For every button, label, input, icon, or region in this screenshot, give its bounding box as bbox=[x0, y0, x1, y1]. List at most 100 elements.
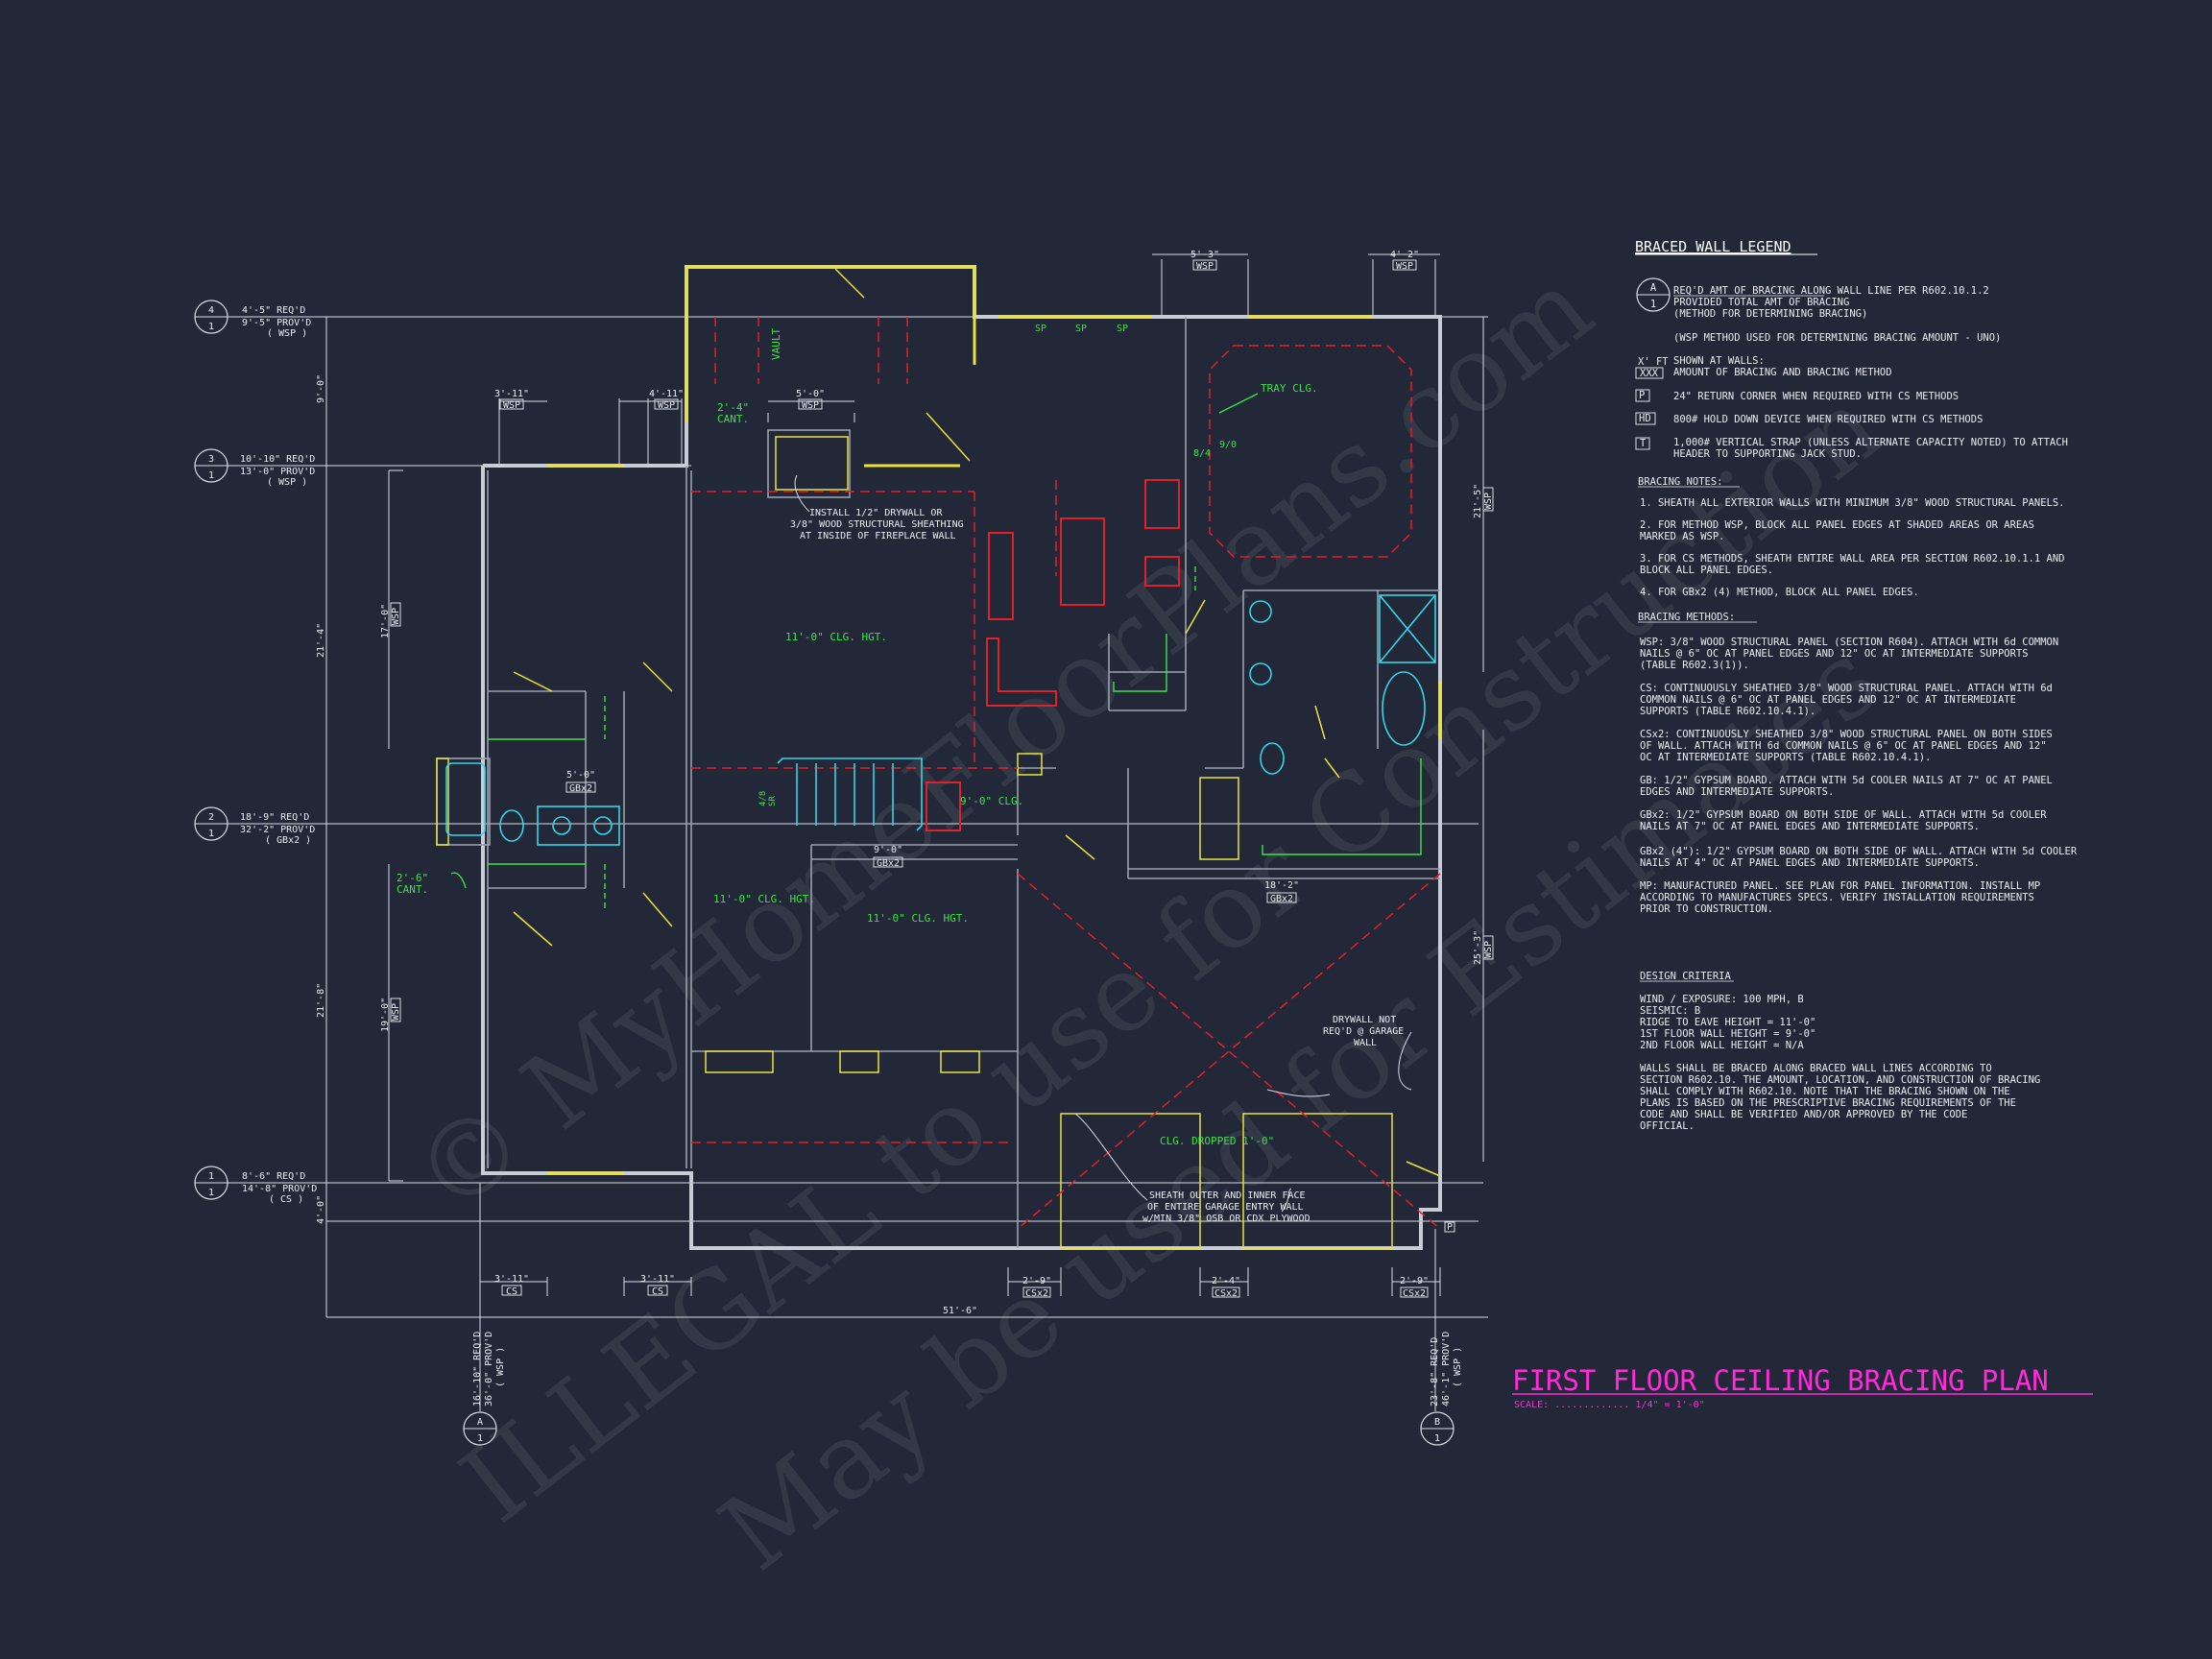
wall-line-provided: 14'-8" PROV'D bbox=[242, 1184, 317, 1194]
svg-text:5'-3": 5'-3" bbox=[1190, 250, 1219, 260]
bracing-note-2b: MARKED AS WSP. bbox=[1640, 531, 1725, 542]
bracing-tag: 5'-3" WSP bbox=[1190, 250, 1219, 272]
wall-line-number: 3 bbox=[208, 454, 214, 465]
criteria-2nd-floor: 2ND FLOOR WALL HEIGHT = N/A bbox=[1640, 1040, 1804, 1051]
dim-4-0: 4'-0" bbox=[316, 1195, 326, 1224]
method-wsp-1: WSP: 3/8" WOOD STRUCTURAL PANEL (SECTION… bbox=[1640, 637, 2058, 648]
wall-line-number: 1 bbox=[208, 1171, 214, 1182]
wall-line-number: 2 bbox=[208, 812, 214, 823]
wall-line-sub: 1 bbox=[208, 470, 214, 481]
wall-line-provided: 32'-2" PROV'D bbox=[240, 825, 315, 835]
criteria-paragraph-3: SHALL COMPLY WITH R602.10. NOTE THAT THE… bbox=[1640, 1086, 2010, 1097]
criteria-paragraph-6: OFFICIAL. bbox=[1640, 1120, 1695, 1132]
wall-line-sub: 1 bbox=[208, 1188, 214, 1198]
plan-labels: 11'-0" CLG. HGT. 11'-0" CLG. HGT. 11'-0"… bbox=[397, 324, 1318, 1147]
method-wsp-2: NAILS @ 6" OC AT PANEL EDGES AND 12" OC … bbox=[1640, 648, 2029, 660]
cant-left-dim: 2'-6" bbox=[397, 872, 428, 884]
bracing-note-3a: 3. FOR CS METHODS, SHEATH ENTIRE WALL AR… bbox=[1640, 553, 2065, 565]
wall-line-provided: 9'-5" PROV'D bbox=[242, 318, 311, 328]
legend-symbol-top: A bbox=[1650, 282, 1657, 294]
legend-item-1-box: XXX bbox=[1640, 368, 1659, 379]
svg-text:GBx2: GBx2 bbox=[569, 783, 592, 794]
svg-text:WSP: WSP bbox=[658, 400, 675, 411]
svg-text:4'-11": 4'-11" bbox=[649, 389, 684, 399]
svg-text:4'-2": 4'-2" bbox=[1390, 250, 1419, 260]
svg-text:WSP: WSP bbox=[802, 400, 819, 411]
wall-line-sub: 1 bbox=[208, 322, 214, 332]
wall-line-required: 16'-10" REQ'D bbox=[472, 1332, 483, 1407]
svg-text:18'-2": 18'-2" bbox=[1264, 880, 1299, 891]
bracing-tag: 5'-0" WSP bbox=[796, 389, 825, 411]
legend-item-1-top: X' FT bbox=[1638, 356, 1669, 368]
braced-wall-segments bbox=[436, 265, 1442, 1249]
wall-line-provided: 13'-0" PROV'D bbox=[240, 467, 315, 477]
legend-item-3-box: HD bbox=[1639, 413, 1651, 424]
bracing-tag: 3'-11" CS bbox=[640, 1274, 675, 1297]
bracing-tag: 18'-2" GBx2 bbox=[1264, 880, 1299, 904]
drywall-note-1: DRYWALL NOT bbox=[1333, 1015, 1396, 1025]
bracing-tag: 5'-0" GBx2 bbox=[565, 770, 596, 794]
return-corner-tag: P bbox=[1447, 1222, 1453, 1233]
svg-text:5'-0": 5'-0" bbox=[796, 389, 825, 399]
plan-title-block: FIRST FLOOR CEILING BRACING PLAN SCALE: … bbox=[1512, 1364, 2093, 1410]
wall-line-method: ( WSP ) bbox=[495, 1347, 506, 1387]
bracing-note-3b: BLOCK ALL PANEL EDGES. bbox=[1640, 565, 1773, 576]
svg-text:CSx2: CSx2 bbox=[1403, 1288, 1426, 1299]
svg-text:17'-0": 17'-0" bbox=[380, 604, 391, 638]
legend-item-4-text2: HEADER TO SUPPORTING JACK STUD. bbox=[1673, 448, 1862, 460]
wall-line-required: 23'-8" REQ'D bbox=[1430, 1337, 1440, 1407]
criteria-1st-floor: 1ST FLOOR WALL HEIGHT = 9'-0" bbox=[1640, 1028, 1815, 1040]
criteria-ridge: RIDGE TO EAVE HEIGHT = 11'-0" bbox=[1640, 1017, 1815, 1028]
bracing-tag: 2'-4" CSx2 bbox=[1212, 1276, 1240, 1299]
dim-overall: 51'-6" bbox=[943, 1306, 977, 1316]
plan-title: FIRST FLOOR CEILING BRACING PLAN bbox=[1512, 1364, 2049, 1397]
criteria-paragraph-4: PLANS IS BASED ON THE PRESCRIPTIVE BRACI… bbox=[1640, 1097, 2016, 1109]
svg-text:21'-5": 21'-5" bbox=[1473, 484, 1483, 518]
method-gbx2-4-1: GBx2 (4"): 1/2" GYPSUM BOARD ON BOTH SID… bbox=[1640, 846, 2078, 857]
legend-item-4-box: T bbox=[1640, 438, 1647, 449]
ceiling-lines bbox=[691, 317, 1441, 1230]
plan-callouts: INSTALL 1/2" DRYWALL OR 3/8" WOOD STRUCT… bbox=[790, 474, 1455, 1233]
ceiling-dropped: CLG. DROPPED 1'-0" bbox=[1160, 1135, 1274, 1147]
bracing-tag: 9'-0" GBx2 bbox=[873, 845, 903, 869]
method-cs-1: CS: CONTINUOUSLY SHEATHED 3/8" WOOD STRU… bbox=[1640, 683, 2053, 694]
method-gbx2-2: NAILS AT 7" OC AT PANEL EDGES AND INTERM… bbox=[1640, 821, 1980, 832]
sp-tag-1: SP bbox=[1035, 324, 1046, 334]
wall-line-required: 8'-6" REQ'D bbox=[242, 1171, 305, 1182]
garage-note-2: OF ENTIRE GARAGE ENTRY WALL bbox=[1147, 1202, 1304, 1213]
method-csx2-1: CSx2: CONTINUOUSLY SHEATHED 3/8" WOOD ST… bbox=[1640, 729, 2053, 740]
bracing-tags-sides: 17'-0" WSP 19'-0" WSP 21'-5" WSP 25'-3" … bbox=[380, 484, 1494, 1032]
wall-line-a: A 1 16'-10" REQ'D 36'-0" PROV'D ( WSP ) bbox=[463, 1332, 506, 1446]
bracing-methods-title: BRACING METHODS: bbox=[1638, 612, 1735, 623]
wall-line-3: 3 1 10'-10" REQ'D 13'-0" PROV'D ( WSP ) bbox=[194, 448, 315, 488]
wall-line-method: ( WSP ) bbox=[267, 477, 307, 488]
svg-text:WSP: WSP bbox=[1483, 493, 1494, 510]
svg-text:3'-11": 3'-11" bbox=[494, 1274, 529, 1285]
criteria-paragraph-1: WALLS SHALL BE BRACED ALONG BRACED WALL … bbox=[1640, 1063, 1992, 1074]
method-mp-3: PRIOR TO CONSTRUCTION. bbox=[1640, 903, 1773, 915]
wall-line-provided: 46'-1" PROV'D bbox=[1441, 1332, 1452, 1407]
legend-item-1-text2: AMOUNT OF BRACING AND BRACING METHOD bbox=[1673, 367, 1892, 378]
wall-line-method: ( GBx2 ) bbox=[265, 835, 311, 846]
ceiling-9ft: 9'-0" CLG. bbox=[960, 795, 1023, 807]
svg-text:2'-9": 2'-9" bbox=[1022, 1276, 1051, 1286]
svg-text:CS: CS bbox=[652, 1286, 663, 1297]
tray-step-a: 8/4 bbox=[1193, 448, 1211, 459]
wall-line-method: ( WSP ) bbox=[1453, 1347, 1463, 1387]
bracing-tags-interior: 5'-0" GBx2 9'-0" GBx2 18'-2" GBx2 bbox=[565, 770, 1299, 904]
bracing-note-1: 1. SHEATH ALL EXTERIOR WALLS WITH MINIMU… bbox=[1640, 497, 2065, 509]
bracing-tag: 3'-11" CS bbox=[494, 1274, 529, 1297]
svg-text:WSP: WSP bbox=[1483, 941, 1494, 958]
bracing-tag: 19'-0" WSP bbox=[380, 998, 401, 1032]
svg-text:2'-9": 2'-9" bbox=[1400, 1276, 1429, 1286]
plan-scale: SCALE: ............. 1/4" = 1'-0" bbox=[1514, 1400, 1705, 1410]
criteria-seismic: SEISMIC: B bbox=[1640, 1005, 1700, 1017]
svg-text:2'-4": 2'-4" bbox=[1212, 1276, 1240, 1286]
design-criteria-title: DESIGN CRITERIA bbox=[1640, 971, 1732, 982]
legend-item-2-box: P bbox=[1639, 390, 1645, 401]
bracing-note-2a: 2. FOR METHOD WSP, BLOCK ALL PANEL EDGES… bbox=[1640, 519, 2034, 531]
stair-tag-2: SR bbox=[768, 796, 778, 806]
bracing-tag: 4'-2" WSP bbox=[1390, 250, 1419, 272]
ceiling-height-right: 11'-0" CLG. HGT. bbox=[867, 912, 969, 925]
svg-text:CSx2: CSx2 bbox=[1214, 1288, 1238, 1299]
